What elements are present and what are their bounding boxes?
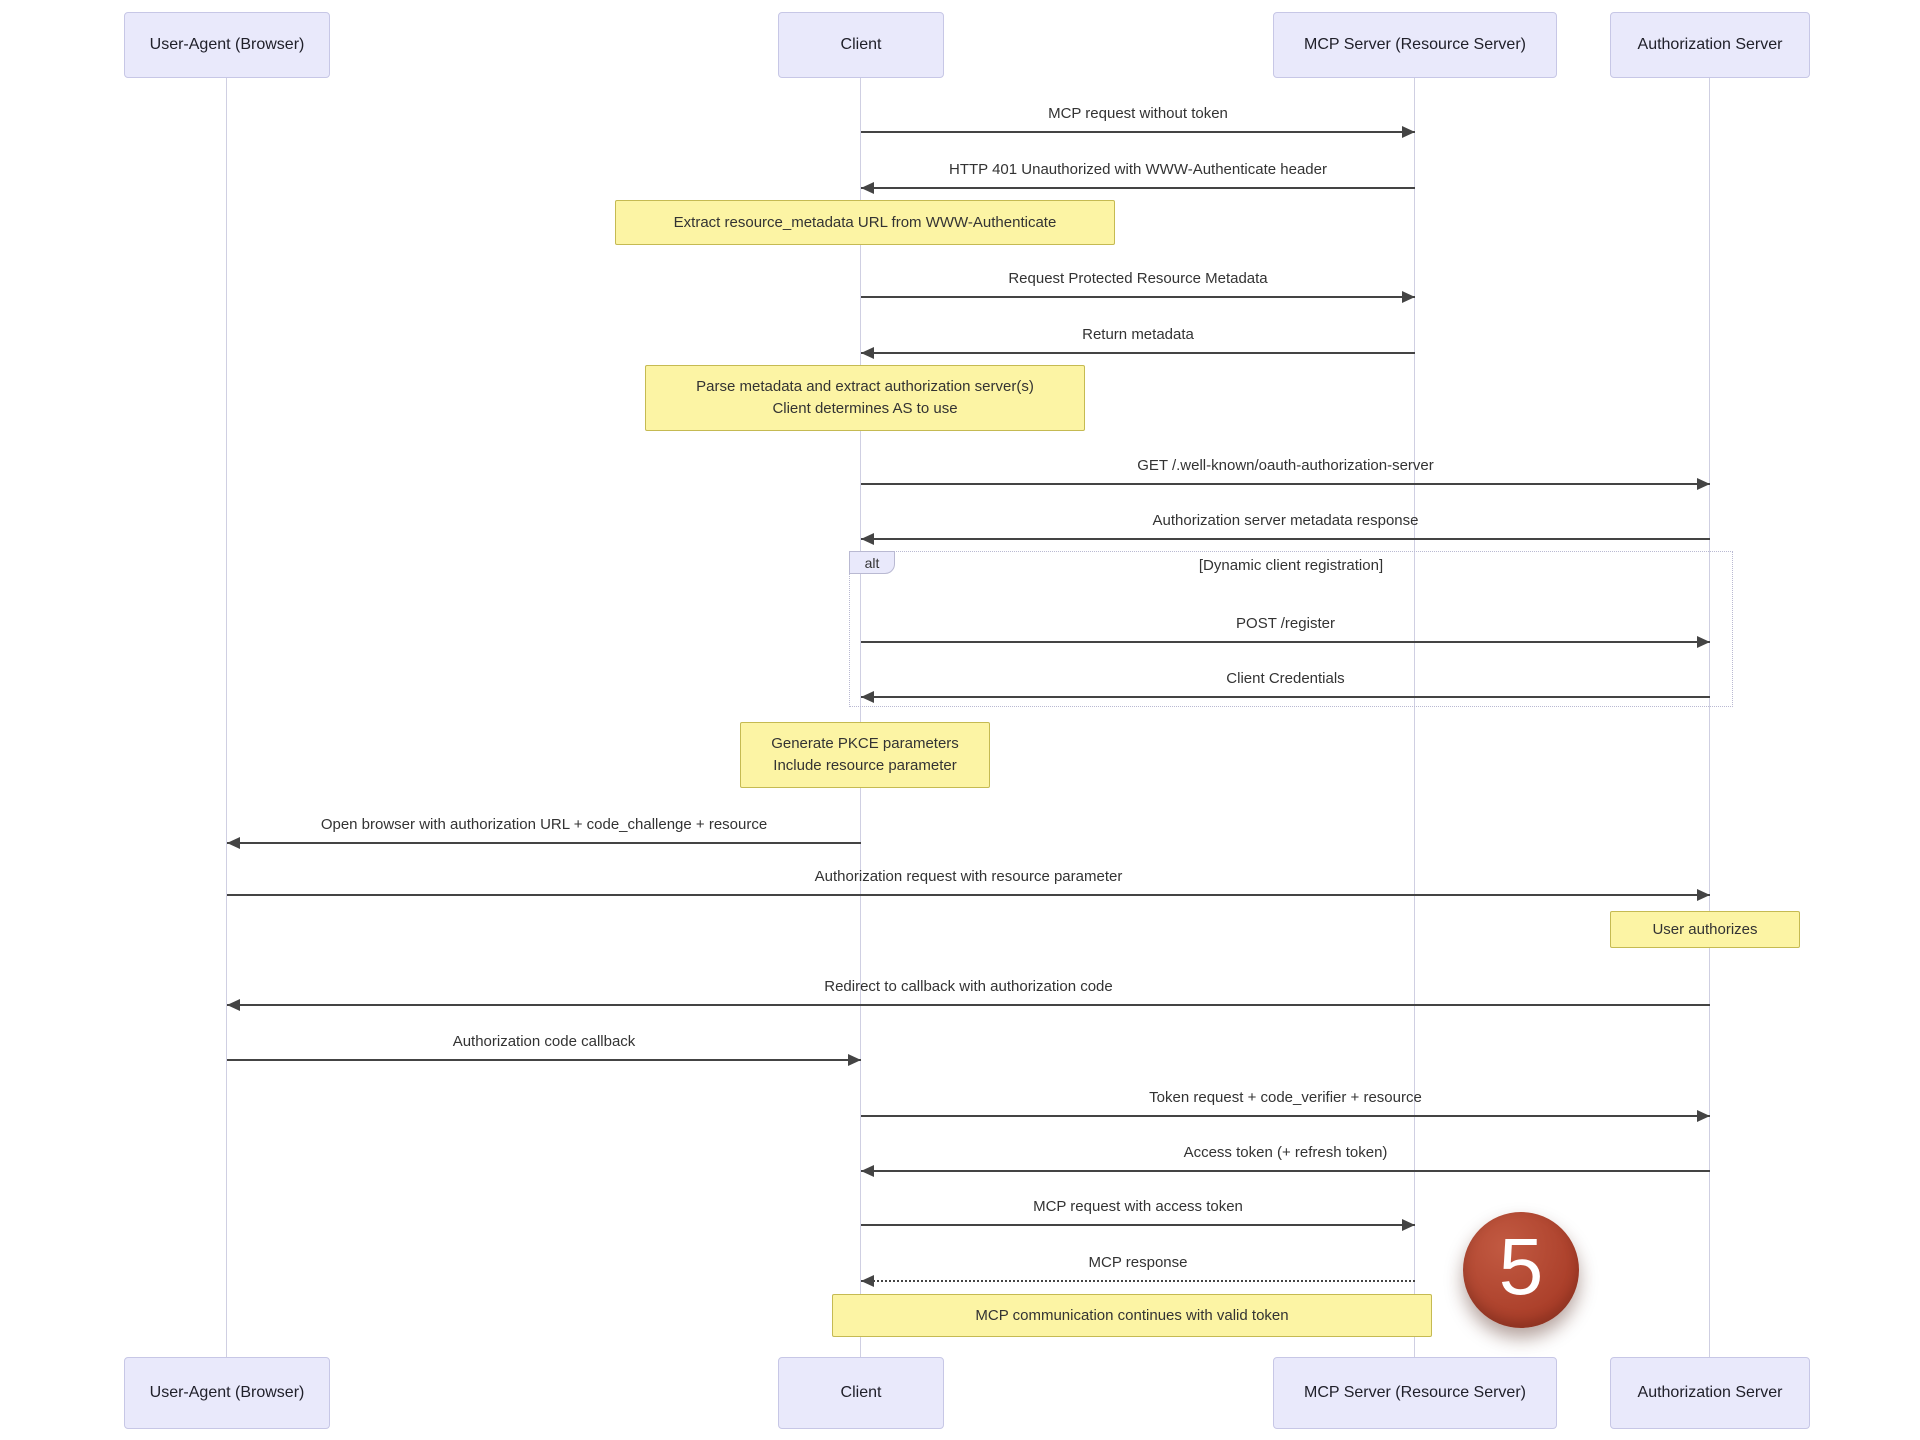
arrowhead [1402, 291, 1415, 303]
arrowhead [861, 1275, 874, 1287]
message-arrow-line [861, 696, 1710, 698]
actor-box-as-bottom: Authorization Server [1610, 1357, 1810, 1429]
arrowhead [861, 347, 874, 359]
lifeline-as [1709, 78, 1711, 1357]
arrowhead [861, 533, 874, 545]
note-4: User authorizes [1610, 911, 1800, 948]
actor-box-client-top: Client [778, 12, 944, 78]
actor-box-ua-top: User-Agent (Browser) [124, 12, 330, 78]
arrowhead [1402, 1219, 1415, 1231]
alt-frame-guard: [Dynamic client registration] [1198, 557, 1384, 574]
arrowhead [848, 1054, 861, 1066]
message-arrow-line [227, 842, 861, 844]
arrowhead [1697, 478, 1710, 490]
message-arrow-line [861, 483, 1710, 485]
message-label: Token request + code_verifier + resource [1149, 1089, 1422, 1106]
message-arrow-line [227, 1059, 861, 1061]
arrowhead [1697, 636, 1710, 648]
step-badge: 5 [1463, 1212, 1579, 1328]
arrowhead [1402, 126, 1415, 138]
message-label: Authorization request with resource para… [814, 868, 1123, 885]
arrowhead [227, 999, 240, 1011]
arrowhead [861, 691, 874, 703]
actor-box-client-bottom: Client [778, 1357, 944, 1429]
message-arrow-line [861, 131, 1415, 133]
message-arrow-line [861, 1280, 1415, 1282]
actor-box-mcp-bottom: MCP Server (Resource Server) [1273, 1357, 1557, 1429]
message-label: Return metadata [1082, 326, 1194, 343]
message-label: MCP response [1088, 1254, 1188, 1271]
note-5: MCP communication continues with valid t… [832, 1294, 1432, 1337]
message-arrow-line [861, 641, 1710, 643]
message-arrow-line [227, 1004, 1710, 1006]
message-label: GET /.well-known/oauth-authorization-ser… [1137, 457, 1434, 474]
note-1: Extract resource_metadata URL from WWW-A… [615, 200, 1115, 245]
lifeline-client [860, 78, 862, 1357]
arrowhead [861, 1165, 874, 1177]
note-3: Generate PKCE parameters Include resourc… [740, 722, 990, 788]
lifeline-ua [226, 78, 228, 1357]
message-arrow-line [227, 894, 1710, 896]
actor-box-ua-bottom: User-Agent (Browser) [124, 1357, 330, 1429]
step-badge-label: 5 [1498, 1222, 1544, 1311]
message-arrow-line [861, 187, 1415, 189]
message-arrow-line [861, 1115, 1710, 1117]
message-label: Request Protected Resource Metadata [1008, 270, 1268, 287]
arrowhead [227, 837, 240, 849]
message-label: HTTP 401 Unauthorized with WWW-Authentic… [949, 161, 1327, 178]
alt-frame-label: alt [849, 551, 895, 574]
actor-box-as-top: Authorization Server [1610, 12, 1810, 78]
message-arrow-line [861, 1170, 1710, 1172]
message-label: Authorization server metadata response [1152, 512, 1419, 529]
message-label: Access token (+ refresh token) [1183, 1144, 1388, 1161]
message-arrow-line [861, 1224, 1415, 1226]
lifeline-mcp [1414, 78, 1416, 1357]
message-label: Authorization code callback [452, 1033, 636, 1050]
note-2: Parse metadata and extract authorization… [645, 365, 1085, 431]
message-arrow-line [861, 352, 1415, 354]
message-arrow-line [861, 538, 1710, 540]
message-label: MCP request without token [1048, 105, 1228, 122]
alt-frame [849, 551, 1733, 707]
arrowhead [861, 182, 874, 194]
actor-box-mcp-top: MCP Server (Resource Server) [1273, 12, 1557, 78]
message-label: Open browser with authorization URL + co… [320, 816, 768, 833]
message-label: MCP request with access token [1033, 1198, 1243, 1215]
message-label: Redirect to callback with authorization … [824, 978, 1113, 995]
arrowhead [1697, 889, 1710, 901]
arrowhead [1697, 1110, 1710, 1122]
message-arrow-line [861, 296, 1415, 298]
